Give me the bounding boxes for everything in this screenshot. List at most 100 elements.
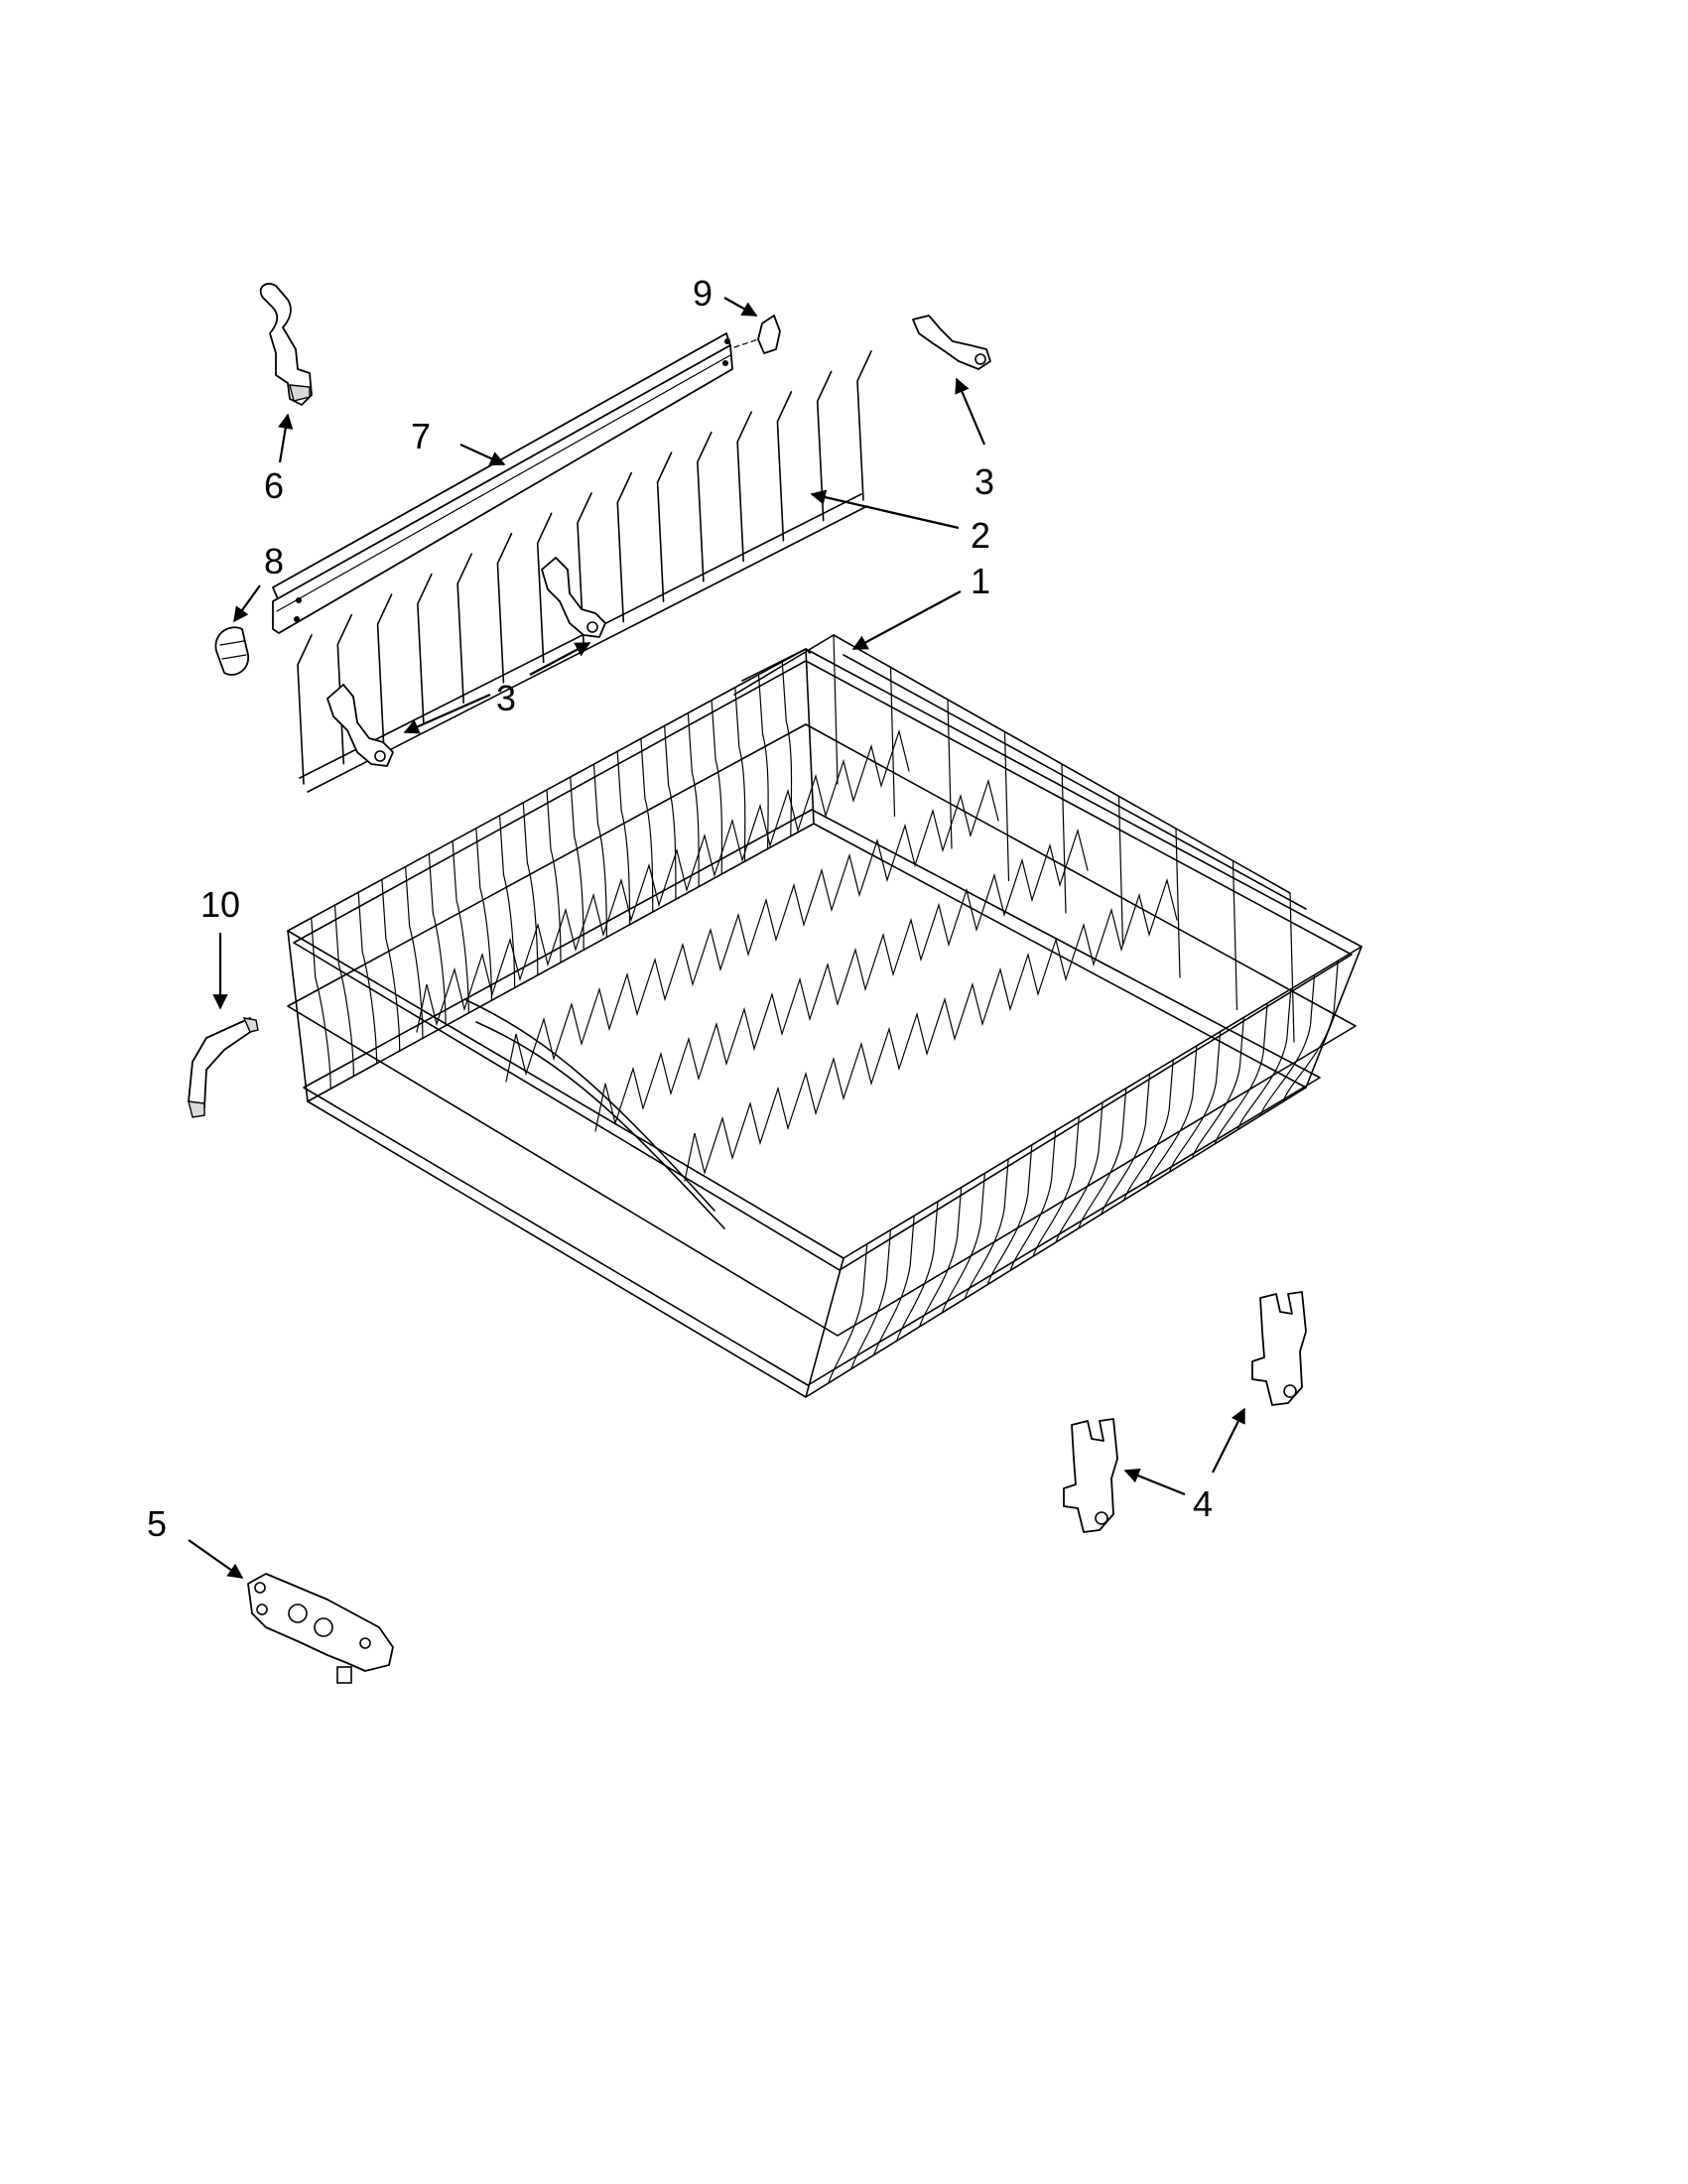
rack-front-wire <box>1101 1073 1151 1216</box>
rack-inner-tines <box>416 728 910 1033</box>
leader-1 <box>851 590 962 650</box>
leader-3-mid-b <box>529 642 591 676</box>
rack-adjuster-bracket-part <box>247 1573 394 1684</box>
tine-wire <box>856 350 872 501</box>
rack-side-wire <box>781 661 793 837</box>
callout-6: 6 <box>264 465 284 506</box>
end-cap-part <box>214 626 249 676</box>
rack-inner-tines <box>594 828 1089 1132</box>
callout-1: 1 <box>971 561 990 601</box>
rack-side-wire <box>592 763 607 939</box>
rack-front-wire <box>1032 1115 1080 1257</box>
rack-side-wire <box>311 917 331 1090</box>
rack-front-wire <box>941 1172 985 1314</box>
rack-front-wire <box>828 1243 868 1384</box>
rack-back-wire <box>1232 859 1238 1011</box>
rack-side-wire <box>475 828 493 1001</box>
tine-wire <box>376 593 393 744</box>
callout-5: 5 <box>147 1503 167 1544</box>
rack-front-wire <box>1146 1045 1198 1187</box>
callout-7: 7 <box>411 416 431 456</box>
rack-front-wire <box>1236 988 1292 1131</box>
rack-front-wire <box>1259 973 1316 1116</box>
rack-side-wire <box>452 840 469 1014</box>
rack-side-wire <box>522 802 539 976</box>
rack-front-wire <box>918 1187 963 1328</box>
rail-end-clip-part <box>733 315 781 354</box>
tine-wire <box>616 471 633 623</box>
rack-back-wire <box>889 666 896 818</box>
tine-row-clip-part-right <box>541 557 606 638</box>
rack-side-wire <box>757 674 769 850</box>
rack-back-wire <box>947 699 953 849</box>
rack-side-wire <box>616 750 631 926</box>
callout-2: 2 <box>971 515 990 556</box>
tine-wire <box>496 533 513 684</box>
rack-front-wire <box>1009 1129 1057 1271</box>
rack-front-wire <box>1168 1031 1222 1173</box>
dish-rack-part <box>287 634 1363 1398</box>
rack-adjuster-part-front <box>1063 1418 1118 1533</box>
tine-wire <box>456 553 472 705</box>
leader-lines <box>188 297 1245 1579</box>
rack-side-wire <box>711 700 723 875</box>
leader-7 <box>459 443 506 466</box>
rack-front-wire <box>850 1228 892 1370</box>
rack-side-wire <box>546 789 562 964</box>
rack-side-wire <box>664 724 677 900</box>
rack-back-wire <box>1175 828 1181 978</box>
tine-wire <box>816 370 833 522</box>
rack-stop-part <box>188 1017 259 1118</box>
callout-3-top: 3 <box>974 461 994 502</box>
rack-back-wire <box>1289 892 1295 1043</box>
leader-3-top <box>955 377 986 446</box>
rack-rail-part <box>272 332 733 634</box>
callout-labels: 1 2 3 3 4 5 6 7 8 9 10 <box>147 273 1213 1544</box>
tine-wire <box>697 431 713 582</box>
rack-side-wire <box>498 815 516 989</box>
rack-side-wire <box>734 687 746 862</box>
rack-front-wire <box>1078 1088 1127 1229</box>
rack-front-wire <box>1123 1059 1174 1202</box>
rack-inner-tines <box>684 877 1178 1182</box>
rack-back-wire <box>1117 795 1124 947</box>
rack-front-wire <box>1214 1002 1268 1145</box>
callout-9: 9 <box>693 273 713 314</box>
rack-back-wire <box>1061 763 1067 914</box>
rack-front-wire <box>896 1201 939 1342</box>
rack-front-wire <box>1191 1016 1244 1159</box>
rack-front-wire <box>873 1215 915 1356</box>
tine-row-clip-part-left <box>326 684 394 767</box>
rack-front-wire <box>1055 1101 1104 1243</box>
leader-4-back <box>1212 1407 1245 1474</box>
tine-wire <box>656 451 673 602</box>
rack-side-wire <box>381 878 401 1052</box>
rack-side-wire <box>333 904 354 1078</box>
leader-6 <box>278 413 294 463</box>
callout-4: 4 <box>1193 1483 1213 1524</box>
tine-wire <box>736 411 752 563</box>
leader-4-front <box>1123 1468 1186 1496</box>
rack-side-wire <box>570 776 584 951</box>
tine-wire <box>417 573 433 724</box>
tine-wire <box>577 492 592 643</box>
rack-adjuster-part-back <box>1251 1291 1307 1406</box>
leader-2 <box>810 489 960 530</box>
rack-back-wire <box>1003 730 1010 882</box>
leader-8 <box>233 584 261 623</box>
leader-9 <box>723 297 758 317</box>
tine-wire <box>536 512 553 664</box>
leader-3-mid-a <box>403 693 491 734</box>
tine-row-clip-part-top <box>912 315 991 370</box>
rack-inner-tines <box>505 778 999 1083</box>
callout-8: 8 <box>264 541 284 581</box>
rack-side-wire <box>428 852 447 1027</box>
callout-3-mid: 3 <box>496 678 516 718</box>
tine-wire <box>776 391 793 542</box>
rack-side-wire <box>687 711 700 888</box>
leader-5 <box>188 1539 244 1579</box>
rack-front-wire <box>986 1144 1033 1286</box>
rack-back-wire <box>833 634 839 785</box>
rack-front-wire <box>1282 960 1339 1102</box>
rack-front-wire <box>964 1158 1009 1300</box>
